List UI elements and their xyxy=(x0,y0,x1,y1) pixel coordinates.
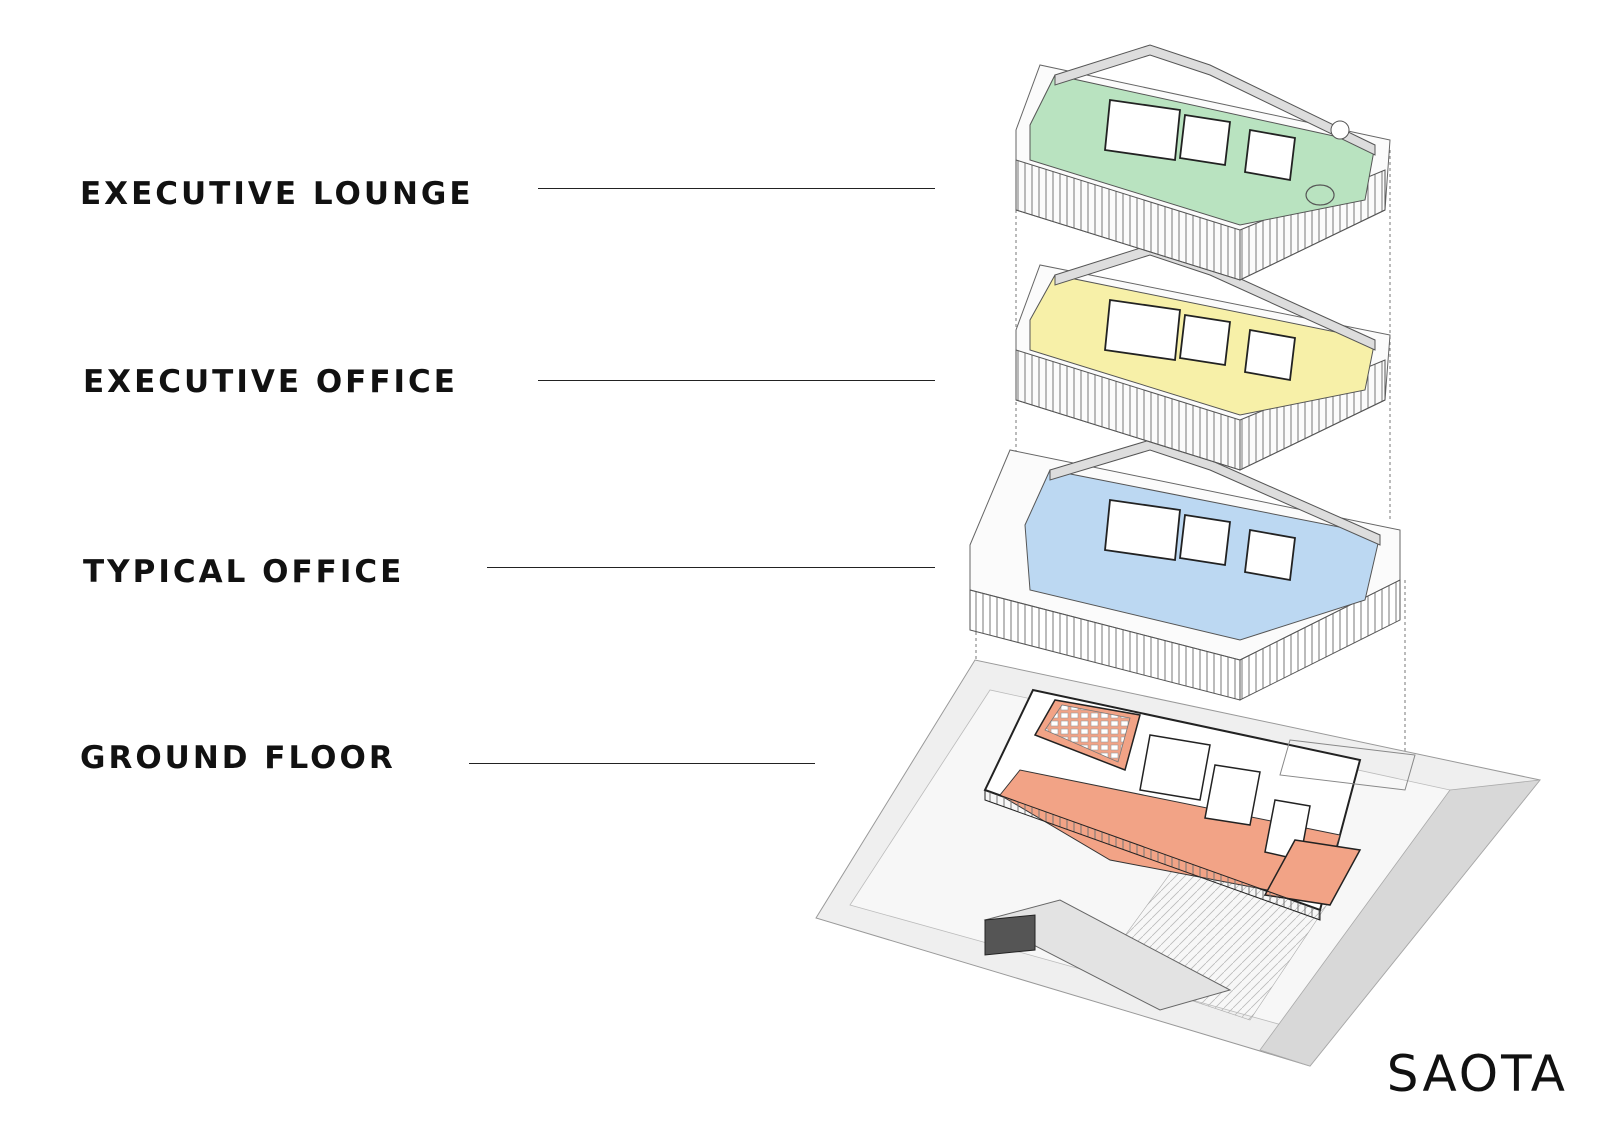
ramp-entrance xyxy=(984,914,1036,956)
auditorium-seating xyxy=(1044,704,1131,763)
leader-line-executive-office xyxy=(538,380,935,381)
exec-core-right xyxy=(1244,328,1296,382)
label-executive-office: EXECUTIVE OFFICE xyxy=(83,364,458,400)
road-edge xyxy=(1259,779,1541,1067)
saota-logo: SAOTA xyxy=(1386,1045,1568,1103)
label-typical-office: TYPICAL OFFICE xyxy=(83,554,405,590)
label-executive-lounge: EXECUTIVE LOUNGE xyxy=(80,176,474,212)
lounge-table xyxy=(1330,120,1350,140)
lounge-back-wall xyxy=(1054,44,1376,156)
exec-core-mid xyxy=(1179,313,1231,367)
ground-floor-wing xyxy=(1263,839,1362,906)
ramp xyxy=(983,899,1232,1011)
core-mid xyxy=(1179,513,1231,567)
leader-line-ground-floor xyxy=(469,763,815,764)
spiral-stair xyxy=(1305,184,1335,206)
lounge-core-left xyxy=(1104,98,1181,162)
executive-office-plan xyxy=(1015,244,1391,471)
lounge-core-right xyxy=(1244,128,1296,182)
label-ground-floor: GROUND FLOOR xyxy=(80,740,396,776)
typical-office-plan xyxy=(969,439,1401,701)
core-room-b xyxy=(1204,764,1261,826)
podium-facade-right xyxy=(1239,579,1401,701)
executive-lounge-plan xyxy=(1015,44,1391,281)
leader-line-executive-lounge xyxy=(538,188,935,189)
core-room-a xyxy=(1139,734,1211,801)
exec-core-left xyxy=(1104,298,1181,362)
leader-line-typical-office xyxy=(487,567,935,568)
core-left xyxy=(1104,498,1181,562)
lounge-core-mid xyxy=(1179,113,1231,167)
core-right xyxy=(1244,528,1296,582)
ground-floor-plan xyxy=(815,659,1541,1067)
parking-bay xyxy=(1279,739,1416,791)
facade-base xyxy=(984,789,1321,921)
